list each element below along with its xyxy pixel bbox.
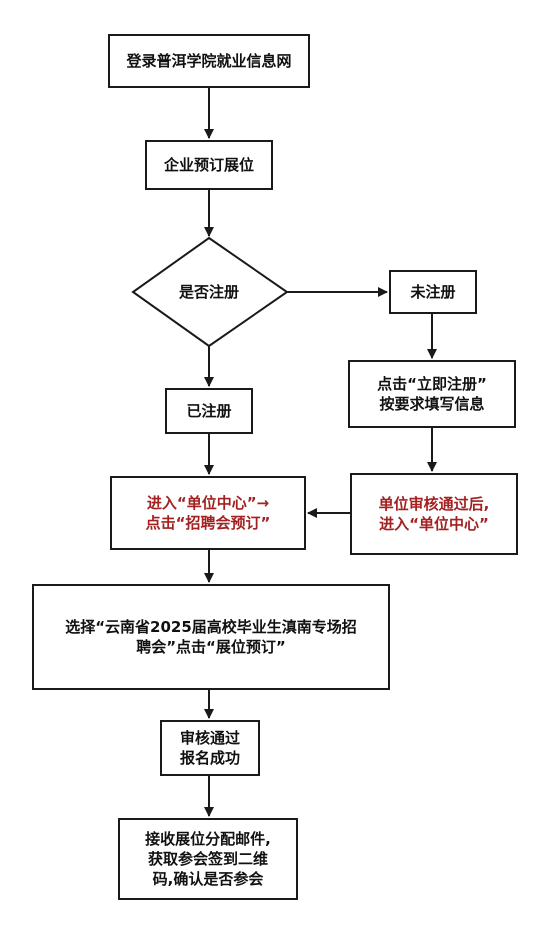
step-select-fair-line2: 聘会”点击“展位预订” — [136, 638, 286, 656]
decision-text: 是否注册 — [178, 283, 239, 301]
step-book-booth: 企业预订展位 — [145, 140, 273, 190]
step-enter-center: 进入“单位中心”→ 点击“招聘会预订” — [110, 476, 306, 550]
step-registered: 已注册 — [165, 388, 253, 434]
step-click-register: 点击“立即注册” 按要求填写信息 — [348, 360, 516, 428]
step-not-registered: 未注册 — [389, 270, 477, 314]
step-review: 审核通过 报名成功 — [160, 720, 260, 776]
step-enter-center-line1: 进入“单位中心”→ — [146, 493, 270, 512]
step-approved: 单位审核通过后, 进入“单位中心” — [350, 473, 518, 555]
step-email-line3: 码,确认是否参会 — [152, 870, 264, 889]
step-click-register-line1: 点击“立即注册” — [377, 374, 487, 393]
step-review-line2: 报名成功 — [179, 749, 240, 767]
step-click-register-line2: 按要求填写信息 — [379, 395, 485, 413]
step-approved-line1: 单位审核通过后, — [378, 494, 490, 513]
step-email: 接收展位分配邮件, 获取参会签到二维 码,确认是否参会 — [118, 818, 298, 900]
step-review-line1: 审核通过 — [179, 728, 240, 747]
step-email-line1: 接收展位分配邮件, — [145, 829, 271, 848]
step-email-line2: 获取参会签到二维 — [147, 849, 268, 868]
step-approved-line2: 进入“单位中心” — [379, 515, 489, 533]
step-select-fair-line1: 选择“云南省2025届高校毕业生滇南专场招 — [65, 617, 357, 636]
step-select-fair: 选择“云南省2025届高校毕业生滇南专场招 聘会”点击“展位预订” — [32, 584, 390, 690]
step-book-booth-text: 企业预订展位 — [163, 155, 254, 174]
step-enter-center-line2: 点击“招聘会预订” — [145, 514, 271, 532]
step-not-registered-text: 未注册 — [410, 282, 456, 301]
step-login: 登录普洱学院就业信息网 — [108, 34, 310, 88]
step-registered-text: 已注册 — [186, 401, 232, 420]
step-login-text: 登录普洱学院就业信息网 — [126, 51, 292, 70]
decision-label: 是否注册 — [133, 281, 285, 302]
